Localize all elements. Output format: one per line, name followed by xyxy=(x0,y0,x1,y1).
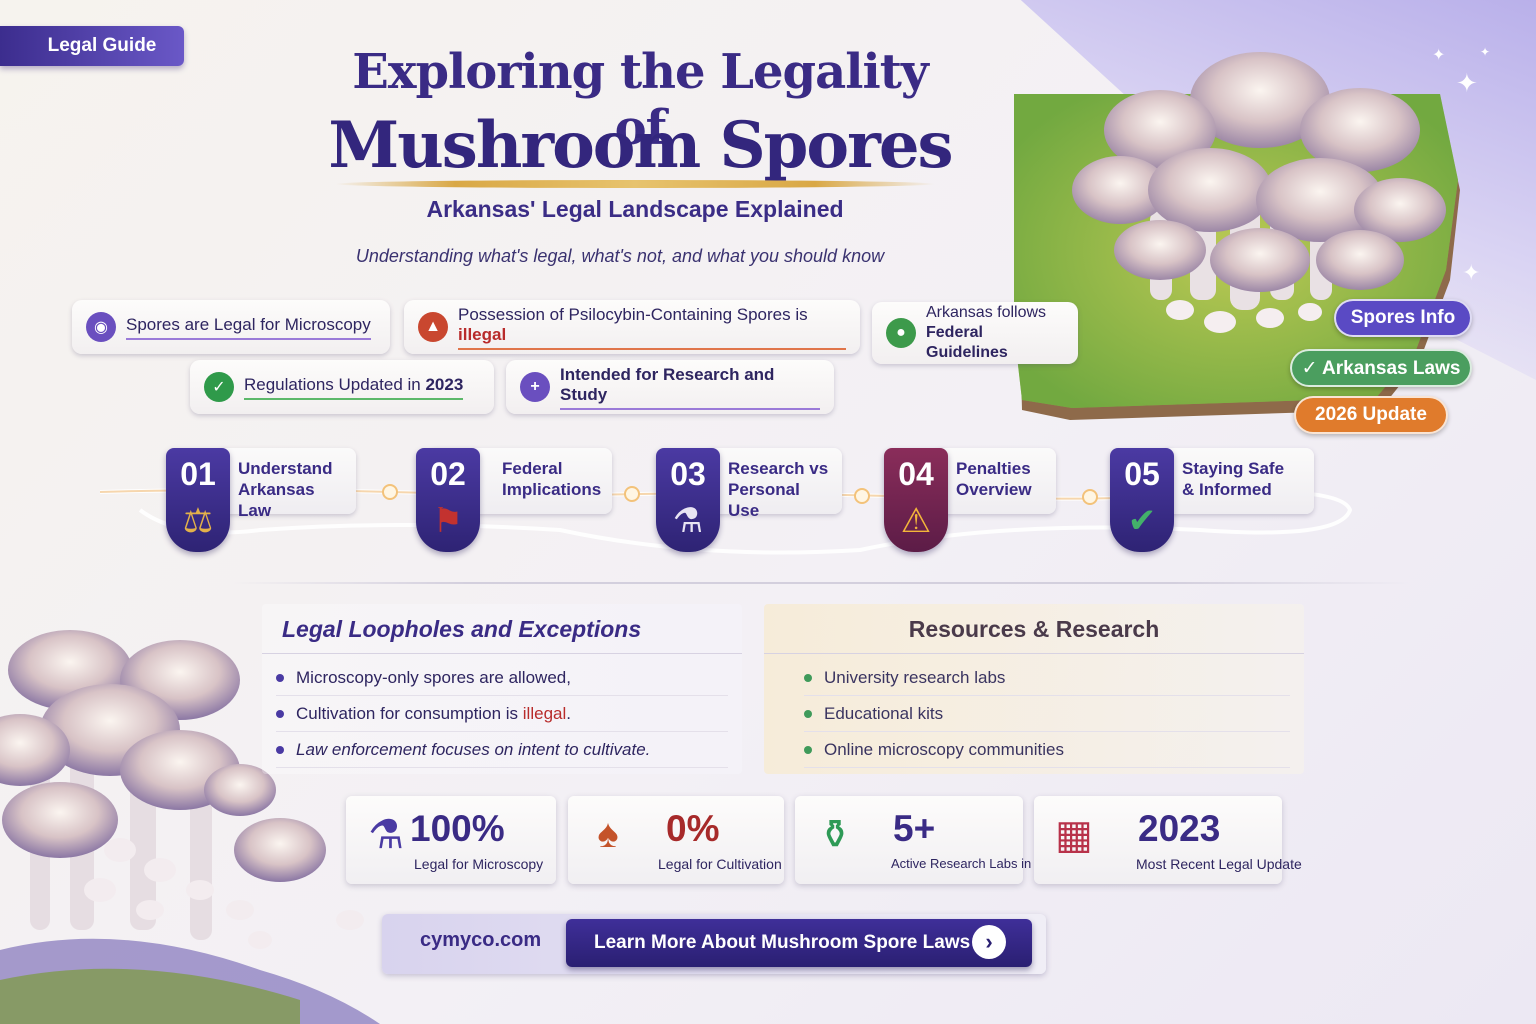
svg-text:✦: ✦ xyxy=(1456,68,1478,98)
fact-regulations-updated: ✓ Regulations Updated in 2023 xyxy=(190,360,494,414)
badge-spores-info[interactable]: Spores Info xyxy=(1334,299,1472,337)
location-pin-icon: ● xyxy=(886,318,916,348)
page-title-line2: Mushroom Spores xyxy=(328,108,953,183)
step-card: Staying Safe& Informed xyxy=(1160,448,1314,514)
step-number: 03⚗ xyxy=(656,448,720,552)
fact-psilocybin-illegal: ▲ Possession of Psilocybin-Containing Sp… xyxy=(404,300,860,354)
svg-text:✦: ✦ xyxy=(1462,260,1480,285)
step-number: 05✔ xyxy=(1110,448,1174,552)
title-underline xyxy=(335,180,935,188)
list-item: Online microscopy communities xyxy=(804,732,1290,768)
warning-icon: ⚠ xyxy=(900,502,932,540)
microscope-icon: ◉ xyxy=(86,312,116,342)
list-item: University research labs xyxy=(804,660,1290,696)
page-tagline: Understanding what's legal, what's not, … xyxy=(355,246,885,266)
mushroom-cluster-illustration xyxy=(0,630,380,1024)
shield-check-icon: ✔ xyxy=(1127,502,1157,540)
arkansas-mushroom-illustration: ✦ ✦ ✦ ✦ xyxy=(1014,45,1490,420)
stat-label: Most Recent Legal Update xyxy=(1136,856,1302,872)
list-item: Cultivation for consumption is illegal. xyxy=(276,696,728,732)
scales-icon: ⚖ xyxy=(182,502,214,540)
stat-research-labs: ⚱ 5+ Active Research Labs in AR xyxy=(795,796,1052,884)
step-number: 04⚠ xyxy=(884,448,948,552)
fact-research-study: + Intended for Research and Study xyxy=(506,360,834,414)
list-item: Law enforcement focuses on intent to cul… xyxy=(276,732,728,768)
resources-title: Resources & Research xyxy=(764,604,1304,654)
stat-label: Legal for Microscopy xyxy=(414,856,544,872)
list-item: Educational kits xyxy=(804,696,1290,732)
step-number: 01⚖ xyxy=(166,448,230,552)
stat-legal-microscopy: ⚗ 100% Legal for Microscopy xyxy=(346,796,556,884)
plus-icon: + xyxy=(520,372,550,402)
section-divider xyxy=(230,582,1410,584)
stat-label: Active Research Labs in AR xyxy=(891,856,1053,871)
fact-text: Spores are Legal for Microscopy xyxy=(126,315,371,340)
site-url-link[interactable]: cymyco.com xyxy=(420,929,542,951)
fact-legal-microscopy: ◉ Spores are Legal for Microscopy xyxy=(72,300,390,354)
stat-legal-cultivation: ♠ 0% Legal for Cultivation xyxy=(568,796,784,884)
stat-value: 100% xyxy=(410,808,505,849)
resources-panel: Resources & Research University research… xyxy=(764,604,1304,774)
flask-icon: ⚱ xyxy=(818,813,852,857)
fact-text: Intended for Research and Study xyxy=(560,365,820,410)
fact-text: Possession of Psilocybin-Containing Spor… xyxy=(458,305,846,350)
calendar-icon: ▦ xyxy=(1055,813,1093,857)
stat-label: Legal for Cultivation xyxy=(658,856,782,872)
fact-text: Regulations Updated in 2023 xyxy=(244,375,464,400)
chevron-right-icon[interactable]: › xyxy=(972,925,1006,959)
us-flag-icon: ⚑ xyxy=(432,502,464,540)
page-subtitle: Arkansas' Legal Landscape Explained xyxy=(426,196,844,222)
mushroom-icon: ♠ xyxy=(597,812,619,856)
svg-text:✦: ✦ xyxy=(1480,45,1490,59)
microscope-icon: ⚗ xyxy=(368,813,404,857)
badge-arkansas-laws[interactable]: ✓ Arkansas Laws xyxy=(1290,349,1472,387)
loopholes-panel: Legal Loopholes and Exceptions Microscop… xyxy=(262,604,742,774)
learn-more-button[interactable]: Learn More About Mushroom Spore Laws xyxy=(566,919,1032,967)
svg-text:✦: ✦ xyxy=(1432,47,1445,64)
list-item: Microscopy-only spores are allowed, xyxy=(276,660,728,696)
loopholes-title: Legal Loopholes and Exceptions xyxy=(262,604,742,654)
badge-2026-update[interactable]: 2026 Update xyxy=(1294,396,1448,434)
step-number: 02⚑ xyxy=(416,448,480,552)
stat-value: 2023 xyxy=(1138,808,1221,849)
stat-value: 0% xyxy=(666,808,720,849)
page-title-line1: Exploring the Legality of xyxy=(352,44,929,156)
legal-guide-badge: Legal Guide xyxy=(0,26,184,66)
check-icon: ✓ xyxy=(204,372,234,402)
stat-legal-update: ▦ 2023 Most Recent Legal Update xyxy=(1034,796,1302,884)
stat-value: 5+ xyxy=(893,808,936,849)
microscope-icon: ⚗ xyxy=(672,502,704,540)
mushroom-warning-icon: ▲ xyxy=(418,312,448,342)
